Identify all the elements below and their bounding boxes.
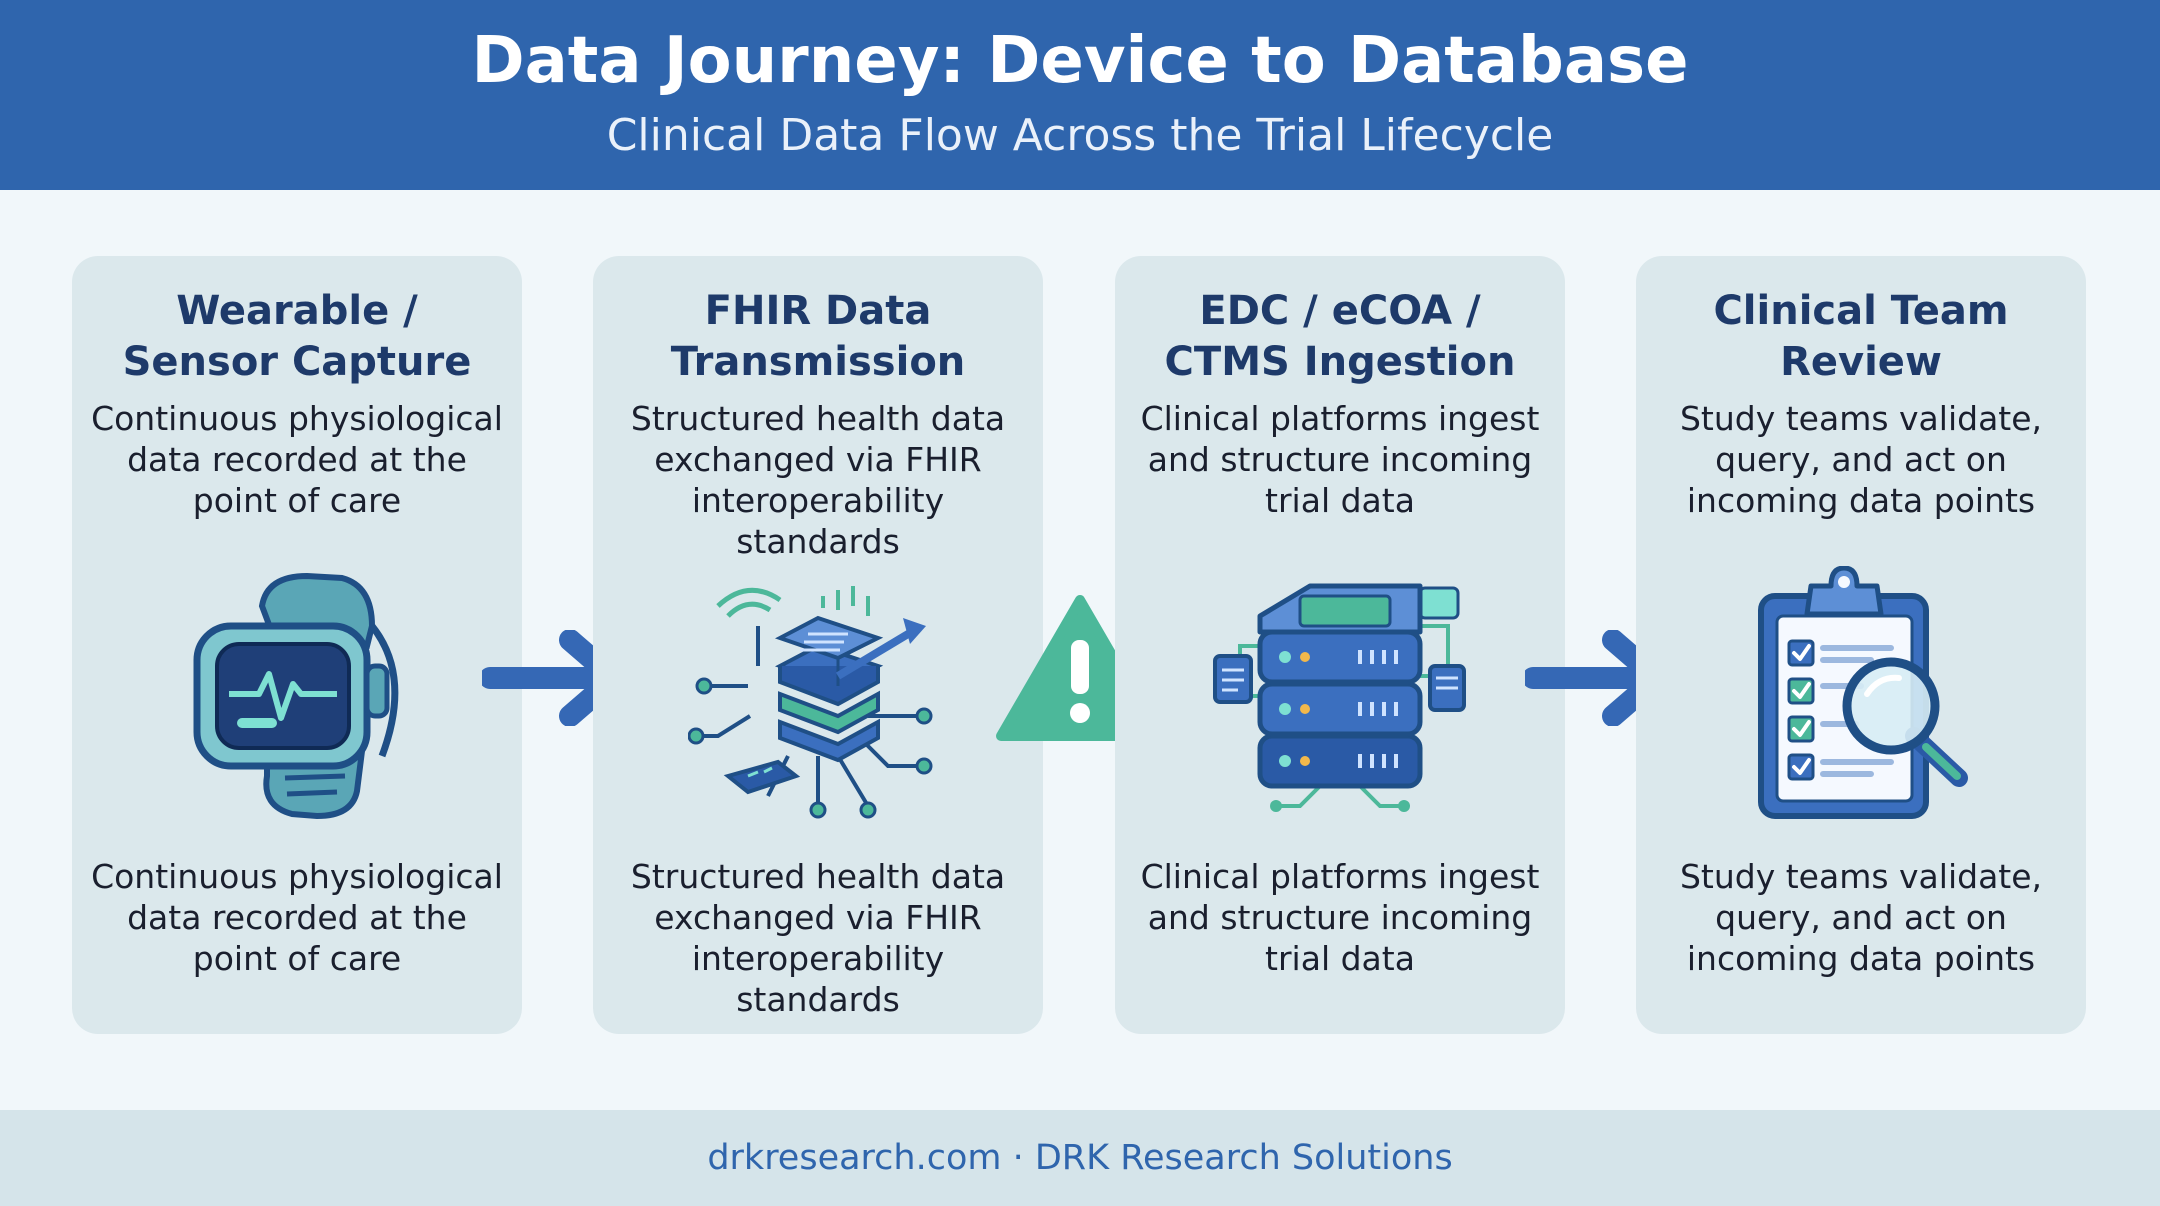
step-description: Study teams validate, query, and act on … (1679, 399, 2043, 520)
footer-bar: drkresearch.com · DRK Research Solutions (0, 1110, 2160, 1206)
step-title: EDC / eCOA / CTMS Ingestion (1164, 288, 1516, 385)
step-card-review: Clinical Team Review Study teams validat… (1636, 256, 2086, 1034)
step-caption: Clinical platforms ingest and structure … (1140, 857, 1540, 978)
footer-credit: drkresearch.com · DRK Research Solutions (707, 1138, 1453, 1178)
server-stack-icon (1213, 583, 1466, 812)
step-caption: Continuous physiological data recorded a… (91, 857, 503, 978)
data-network-icon (688, 586, 933, 819)
step-card-ingestion: EDC / eCOA / CTMS Ingestion Clinical pla… (1115, 256, 1565, 1034)
step-title: Clinical Team Review (1713, 288, 2009, 385)
step-caption: Study teams validate, query, and act on … (1679, 857, 2043, 978)
page-title: Data Journey: Device to Database (471, 24, 1689, 98)
step-description: Continuous physiological data recorded a… (91, 399, 503, 520)
step-description: Structured health data exchanged via FHI… (630, 399, 1006, 561)
smartwatch-icon (193, 572, 399, 820)
header-banner: Data Journey: Device to Database Clinica… (0, 0, 2160, 190)
step-caption: Structured health data exchanged via FHI… (630, 857, 1006, 1019)
step-card-wearable: Wearable / Sensor Capture Continuous phy… (72, 256, 522, 1034)
step-title: FHIR Data Transmission (670, 288, 966, 385)
page-subtitle: Clinical Data Flow Across the Trial Life… (606, 110, 1554, 161)
clipboard-review-icon (1758, 566, 1968, 819)
step-title: Wearable / Sensor Capture (122, 288, 472, 385)
step-description: Clinical platforms ingest and structure … (1140, 399, 1540, 520)
step-card-fhir: FHIR Data Transmission Structured health… (593, 256, 1043, 1034)
